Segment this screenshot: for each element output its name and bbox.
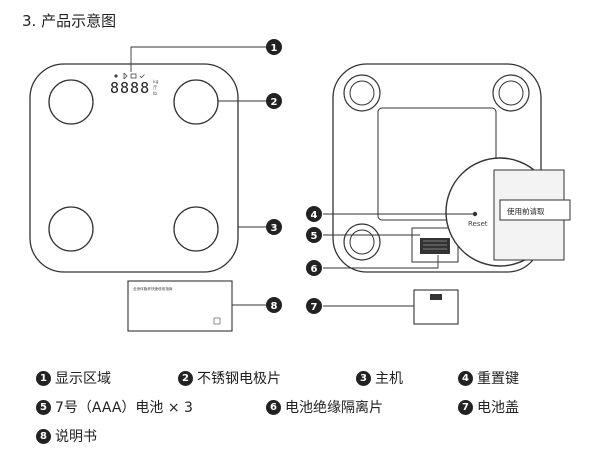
svg-text:7: 7 [311,302,318,313]
svg-text:4: 4 [311,210,318,221]
display-segments: 8888 [110,79,150,97]
legend-item-reset-key: 4 重置键 [458,368,519,388]
legend-item-display-area: 1 显示区域 [36,368,111,388]
foot-top-right-inner [498,80,524,106]
electrode-bottom-left [48,206,94,252]
diagram-heading: 3. 产品示意图 [22,12,117,30]
svg-text:6: 6 [311,264,318,275]
legend-item-electrode: 2 不锈钢电极片 [178,368,281,388]
legend-label: 7号（AAA）电池 × 3 [55,400,193,416]
legend-number: 6 [266,399,281,415]
legend-number: 2 [178,370,193,386]
legend-item-battery-cover: 7 电池盖 [458,397,519,417]
manual-sheet [127,280,233,332]
callout-5: 5 [306,227,322,243]
leader-display [130,46,266,72]
display-unit-lb: lb [153,91,157,97]
display-unit-jin: 斤 [153,84,158,91]
foot-top-left-inner [349,80,375,106]
svg-text:2: 2 [271,97,278,108]
battery-cover-drawing [323,289,459,325]
callout-2: 2 [266,93,282,109]
manual-drawing: 全身体脂秤快速使用指南 [127,280,266,332]
legend-label: 主机 [375,371,403,387]
legend-item-manual: 8 说明书 [36,426,97,446]
electrode-top-left [48,79,94,125]
svg-text:8: 8 [271,301,278,312]
manual-logo [213,317,221,325]
callout-4: 4 [306,206,322,222]
legend-number: 5 [36,399,51,415]
callout-1: 1 [266,39,282,55]
display-unit-kg: kg [153,79,159,85]
reset-button-dot [472,211,478,217]
legend-item-main-unit: 3 主机 [356,368,403,388]
svg-text:1: 1 [271,43,278,54]
legend-label: 电池绝缘隔离片 [285,400,383,416]
svg-text:5: 5 [311,231,318,242]
callout-7: 7 [306,298,322,314]
electrode-top-right [173,79,219,125]
legend-label: 不锈钢电极片 [197,371,281,387]
callout-8: 8 [266,297,282,313]
foot-bottom-left-inner [349,229,375,255]
status-icon-battery [130,73,137,79]
battery-slot [420,238,450,254]
manual-title-text: 全身体脂秤快速使用指南 [133,286,173,291]
callout-6: 6 [306,260,322,276]
legend-number: 8 [36,428,51,444]
svg-text:3: 3 [271,223,278,234]
legend-label: 显示区域 [55,371,111,387]
leader-insulator [323,255,439,269]
status-icon-check [139,74,145,79]
callout-3: 3 [266,219,282,235]
legend-number: 7 [458,399,473,415]
status-icon-bluetooth [123,72,128,80]
legend-label: 电池盖 [477,400,519,416]
status-icon-person [114,74,118,78]
electrode-bottom-right [173,206,219,252]
legend-label: 说明书 [55,429,97,445]
scale-back-view: 使用前请取 Reset [323,63,571,273]
battery-cover-latch [430,294,442,300]
inset-sticker [499,199,571,221]
battery-ridges [423,240,447,250]
reset-label: Reset [468,220,488,228]
scale-front-view: 8888 kg 斤 lb [29,46,266,273]
legend-label: 重置键 [477,371,519,387]
legend-number: 4 [458,370,473,386]
legend-number: 1 [36,370,51,386]
inset-sticker-text: 使用前请取 [507,206,545,216]
display-area: 8888 kg 斤 lb [110,72,159,97]
legend-item-batteries: 5 7号（AAA）电池 × 3 [36,397,193,417]
legend-item-insulator: 6 电池绝缘隔离片 [266,397,383,417]
legend-number: 3 [356,370,371,386]
